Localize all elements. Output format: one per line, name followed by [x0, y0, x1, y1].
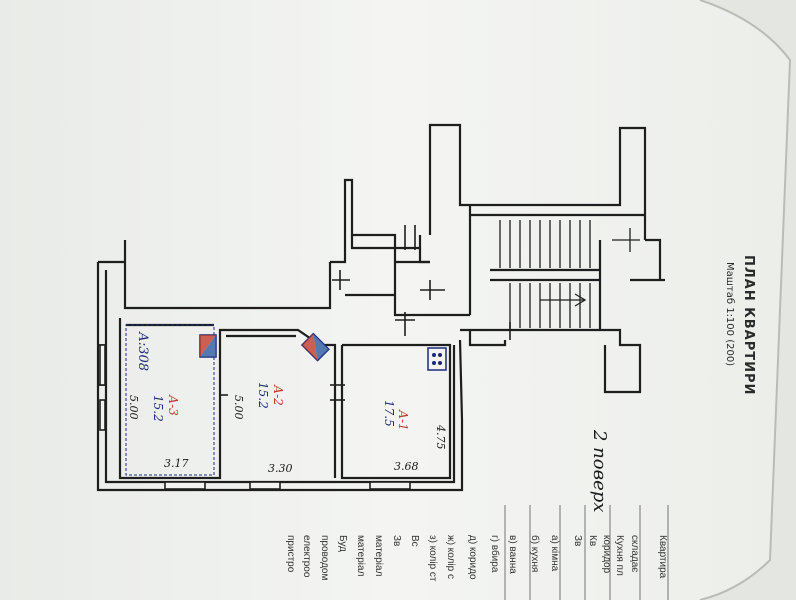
room-a3-code: А-3	[166, 395, 180, 416]
next-page-line: д) коридо	[467, 535, 478, 580]
floor-note: 2 поверх	[589, 430, 610, 513]
next-page-line: з) колір ст	[427, 535, 438, 582]
room-a1-width: 3.68	[394, 460, 419, 473]
next-page-line: коридор	[601, 535, 612, 574]
next-page-line: пристро	[285, 535, 296, 573]
stair-treads	[499, 220, 640, 328]
next-page-line: матеріал	[373, 535, 384, 577]
room-a1-length: 4.75	[434, 425, 447, 450]
stove-icon	[427, 347, 447, 371]
plan-title: ПЛАН КВАРТИРИ	[741, 255, 756, 396]
next-page-line: Вс	[409, 535, 420, 547]
room-a3-length: 5.00	[127, 395, 140, 420]
next-page-line: б) кухня	[529, 535, 540, 573]
next-page-line: Кухня пл	[614, 535, 625, 576]
next-page-line: складає	[629, 535, 640, 573]
room-a2-code: А-2	[271, 385, 285, 406]
room-a3-outline	[125, 324, 215, 476]
next-page-line: Кв	[587, 535, 598, 547]
apartment-note: А:308	[135, 332, 150, 372]
room-a3-area: 15.2	[151, 395, 165, 422]
next-page-line: а) кімна	[549, 535, 560, 572]
equipment-markers	[199, 332, 447, 371]
next-page-line: в) ванна	[507, 535, 518, 574]
next-page-line: електроо	[301, 535, 312, 578]
room-a1-code: А-1	[396, 410, 410, 431]
room-a2-length: 5.00	[232, 395, 245, 420]
next-page-line: проводом	[319, 535, 330, 581]
room-a3-width: 3.17	[164, 457, 189, 470]
plan-scale: Маштаб 1:100 (200)	[724, 262, 735, 367]
next-page-line: матеріал	[355, 535, 366, 577]
openings	[98, 225, 520, 490]
room-a2-area: 15.2	[256, 382, 270, 409]
room-a1-area: 17.5	[382, 400, 396, 427]
next-page-line: Буд	[337, 535, 348, 552]
outer-wall	[96, 262, 464, 492]
next-page-line: Зв	[572, 535, 583, 547]
next-page-line: г) вбира	[489, 535, 500, 573]
room-a2-width: 3.30	[268, 462, 293, 475]
next-page-line: Зв	[391, 535, 402, 547]
next-page-line: Квартира	[657, 535, 668, 579]
next-page-line: ж) колір с	[445, 535, 456, 580]
